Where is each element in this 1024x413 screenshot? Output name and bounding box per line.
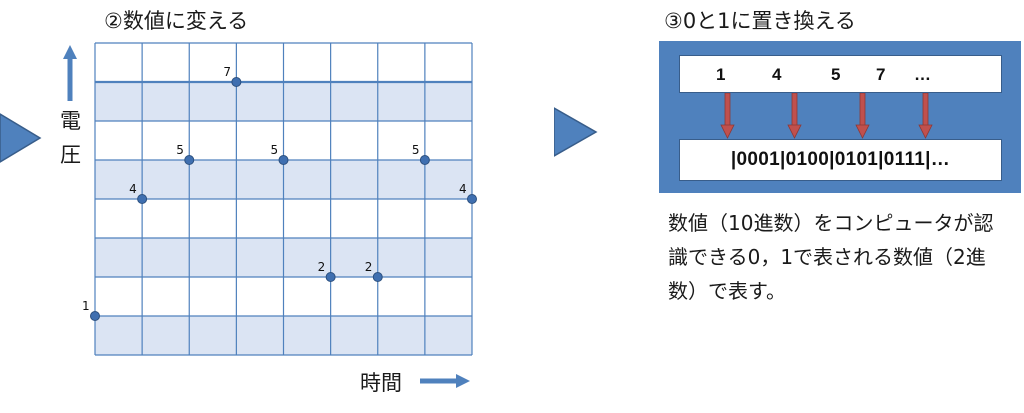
data-label: 7 xyxy=(223,65,231,79)
flow-arrow-middle-icon xyxy=(554,107,598,157)
data-label: 2 xyxy=(365,260,373,274)
down-arrow-icon xyxy=(787,93,802,139)
decimal-value: 7 xyxy=(876,65,886,84)
data-label: 4 xyxy=(129,182,137,196)
step3-title: ③0と1に置き換える xyxy=(664,9,856,33)
decimal-value: 1 xyxy=(716,65,726,84)
data-point xyxy=(325,272,336,282)
down-arrow-icon xyxy=(720,93,735,139)
data-point xyxy=(231,77,242,87)
data-label: 5 xyxy=(176,143,184,157)
decimal-value: … xyxy=(914,65,931,84)
conversion-panel: 1 4 5 7 … |0001|0100|0101|0111|… xyxy=(659,41,1021,193)
down-arrow-icon xyxy=(855,93,870,139)
down-arrow-icon xyxy=(918,93,933,139)
data-label: 2 xyxy=(318,260,326,274)
conversion-arrows xyxy=(720,93,933,139)
step2-title: ②数値に変える xyxy=(104,9,249,33)
data-point xyxy=(372,272,383,282)
decimal-number-box: 1 4 5 7 … xyxy=(679,55,1002,93)
data-label: 5 xyxy=(412,143,420,157)
binary-number-box: |0001|0100|0101|0111|… xyxy=(679,139,1002,181)
data-point xyxy=(467,194,477,204)
flow-arrow-left-icon xyxy=(0,113,42,163)
data-label: 4 xyxy=(459,182,467,196)
description-text: 数値（10進数）をコンピュータが認 識できる0，1で表される数値（2進 数）で表… xyxy=(668,211,994,303)
voltage-up-arrow-icon xyxy=(63,45,77,101)
data-point xyxy=(90,311,100,321)
decimal-value: 5 xyxy=(831,65,841,84)
y-axis-label: 電 圧 xyxy=(60,109,81,167)
data-label: 1 xyxy=(82,299,90,313)
data-point xyxy=(137,194,148,204)
voltage-chart: 1 4 5 7 5 2 2 5 4 xyxy=(82,42,477,356)
data-point xyxy=(419,155,430,165)
x-axis-label: 時間 xyxy=(360,371,402,395)
decimal-value: 4 xyxy=(772,65,782,84)
data-point xyxy=(278,155,289,165)
time-right-arrow-icon xyxy=(420,374,470,388)
binary-value: |0001|0100|0101|0111|… xyxy=(730,149,951,170)
data-point xyxy=(184,155,195,165)
data-label: 5 xyxy=(271,143,279,157)
